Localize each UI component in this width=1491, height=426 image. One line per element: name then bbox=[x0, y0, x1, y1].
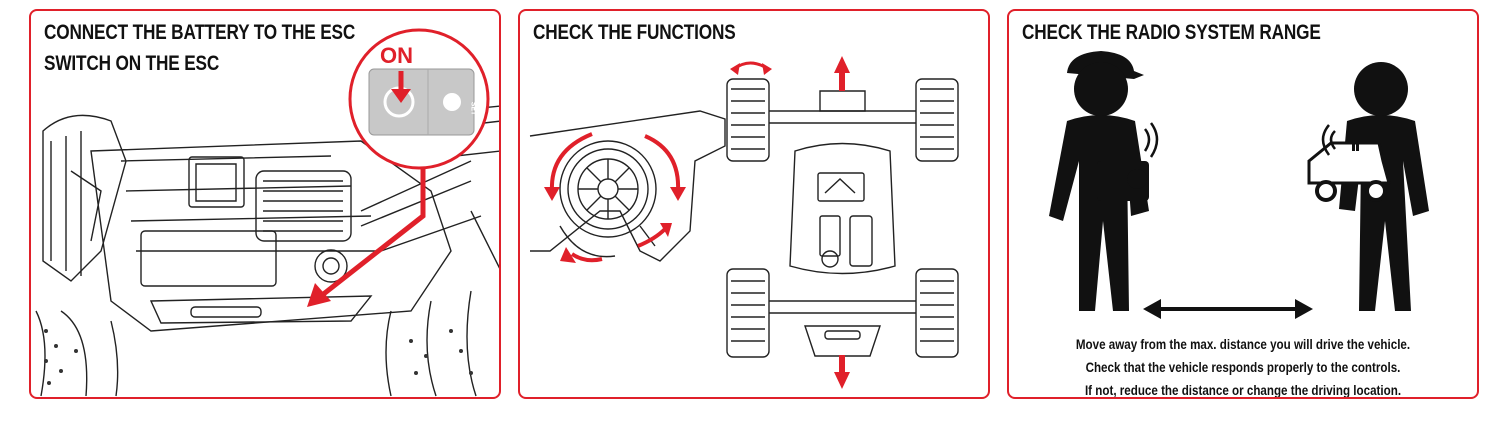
title-line: CHECK THE FUNCTIONS bbox=[533, 21, 736, 44]
on-callout-label: ON bbox=[380, 43, 413, 68]
instruction-line: Check that the vehicle responds properly… bbox=[1085, 360, 1401, 375]
panel-check-range: CHECK THE RADIO SYSTEM RANGE Move away f… bbox=[1007, 9, 1479, 399]
range-instructions: Move away from the max. distance you wil… bbox=[1009, 333, 1477, 398]
title-line: CONNECT THE BATTERY TO THE ESC bbox=[44, 21, 356, 44]
title-line: SWITCH ON THE ESC bbox=[44, 52, 220, 75]
set-button-label: SET bbox=[469, 101, 477, 116]
panel-title: CHECK THE RADIO SYSTEM RANGE bbox=[1022, 17, 1321, 48]
panel-connect-battery: CONNECT THE BATTERY TO THE ESC SWITCH ON… bbox=[29, 9, 501, 399]
esc-connection-illustration bbox=[35, 28, 499, 397]
instruction-line: Move away from the max. distance you wil… bbox=[1075, 337, 1411, 352]
panel-title: CONNECT THE BATTERY TO THE ESC SWITCH ON… bbox=[44, 17, 355, 79]
panel-check-functions: CHECK THE FUNCTIONS bbox=[518, 9, 990, 399]
panel-title: CHECK THE FUNCTIONS bbox=[533, 17, 736, 48]
title-line: CHECK THE RADIO SYSTEM RANGE bbox=[1022, 21, 1321, 44]
instruction-line: If not, reduce the distance or change th… bbox=[1084, 383, 1402, 398]
range-check-illustration bbox=[1049, 51, 1429, 319]
functions-illustration bbox=[529, 56, 959, 389]
